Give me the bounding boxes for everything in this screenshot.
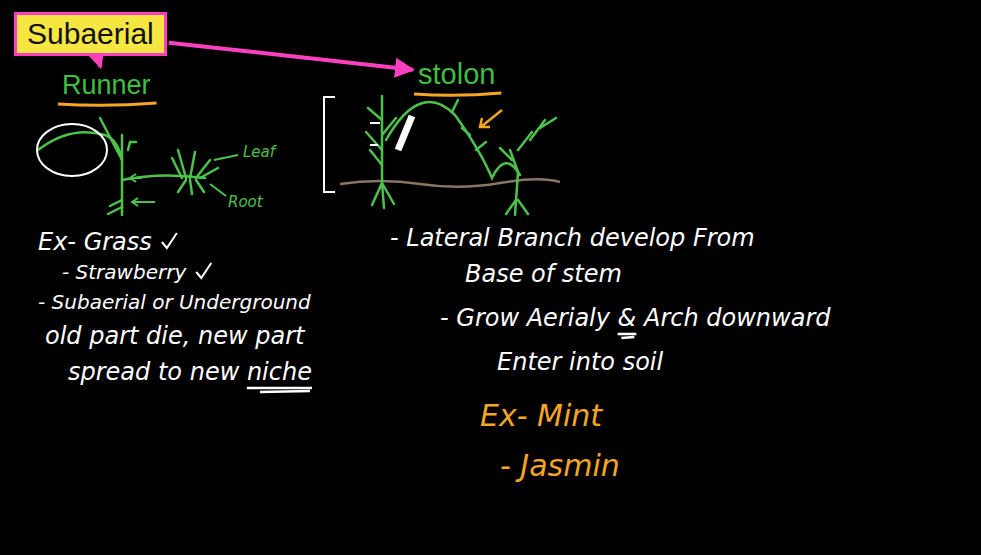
underline <box>414 93 501 95</box>
pointer-arrow <box>480 110 502 127</box>
tick-marks <box>370 123 380 145</box>
note-text: - Strawberry <box>62 260 186 284</box>
note-text: - Grow Aerialy & Arch downward <box>440 304 830 332</box>
arrow-connector <box>98 58 101 67</box>
runner-plant <box>38 118 218 215</box>
bracket <box>324 97 335 192</box>
check-mark <box>162 233 177 248</box>
part-label: Leaf <box>243 143 275 161</box>
node-text: Runner <box>62 70 151 101</box>
soil-line <box>340 179 560 187</box>
note-text: Base of stem <box>465 260 622 288</box>
check-mark <box>196 263 211 278</box>
highlight-circle <box>37 124 107 176</box>
note-text: old part die, new part <box>45 322 304 350</box>
pointer-marks <box>130 155 238 206</box>
note-text: Enter into soil <box>497 348 663 376</box>
underline <box>58 103 157 105</box>
note-text: - Subaerial or Underground <box>38 290 311 314</box>
stolon-plant <box>366 96 556 215</box>
underline <box>247 388 312 392</box>
note-text: Ex- Grass <box>38 228 152 256</box>
note-text: - Lateral Branch develop From <box>390 224 755 252</box>
term-heading: Runner <box>60 70 153 101</box>
part-label: Root <box>228 193 263 211</box>
underline <box>618 334 637 338</box>
highlight-bar <box>398 116 412 150</box>
arrow-connector <box>169 43 413 70</box>
term-heading: stolon <box>416 58 497 91</box>
node-text: Subaerial <box>27 17 154 51</box>
note-text: spread to new niche <box>68 358 312 386</box>
node-text: stolon <box>418 58 495 91</box>
category-box: Subaerial <box>14 12 167 56</box>
note-text: - Jasmin <box>500 448 620 483</box>
note-text: Ex- Mint <box>480 398 602 433</box>
